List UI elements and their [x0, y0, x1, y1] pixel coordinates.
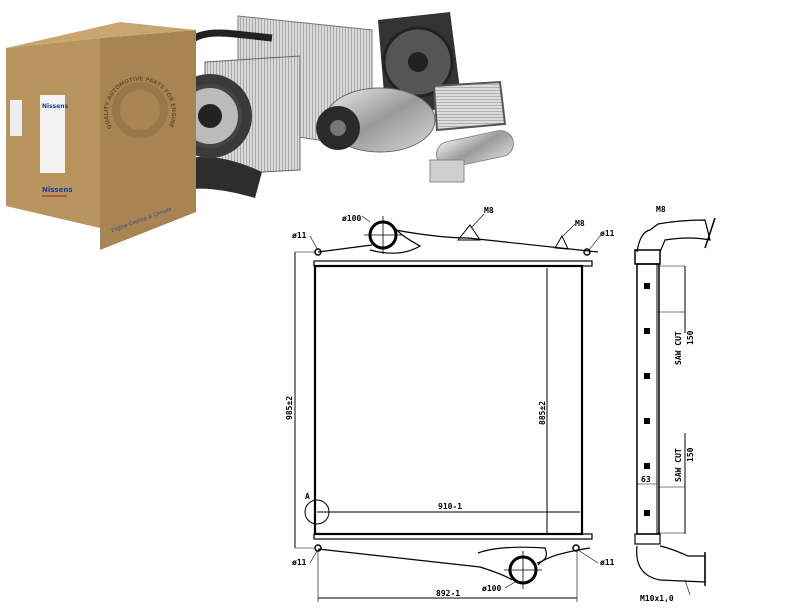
box-logo: Nissens	[42, 186, 73, 194]
intercooler-core	[313, 264, 584, 536]
hole-bottom-left-label: ø11	[292, 558, 307, 567]
detail-a-circle	[304, 499, 330, 525]
nissens-box-image: Nissens Nissens Engine Cooling & Climate…	[0, 0, 196, 250]
front-view-drawing: ø100 M8 M8 ø11 ø11 ø11 ø11 ø100 985±2 88…	[285, 206, 615, 602]
hole-top-right-label: ø11	[600, 229, 615, 238]
side-core	[636, 263, 660, 535]
saw-cut-1-value: 150	[686, 330, 695, 345]
heater-core-image	[432, 80, 507, 132]
receiver-drier-image	[429, 130, 514, 183]
parts-photo: Nissens Nissens Engine Cooling & Climate…	[0, 0, 514, 250]
overall-width-label: 892-1	[436, 589, 460, 598]
bottom-thread-label: M10x1,0	[640, 594, 674, 603]
thread-top-2-label: M8	[575, 219, 585, 228]
outlet-diameter-label: ø100	[482, 584, 501, 593]
inlet-diameter-label: ø100	[342, 214, 361, 223]
hole-bottom-right-label: ø11	[600, 558, 615, 567]
box-seal	[112, 82, 168, 138]
depth-label: 63	[641, 475, 651, 484]
side-thread-top-label: M8	[656, 205, 666, 214]
saw-cut-2-label: SAW CUT	[674, 448, 683, 482]
overall-height-label: 985±2	[285, 396, 294, 420]
saw-cut-2-value: 150	[686, 447, 695, 462]
ac-compressor-image	[316, 87, 436, 153]
core-width-label: 910-1	[438, 502, 462, 511]
core-height-label: 885±2	[538, 401, 547, 425]
box-label-logo: Nissens	[42, 103, 69, 110]
detail-a-label: A	[305, 492, 310, 501]
hole-top-left-label: ø11	[292, 231, 307, 240]
saw-cut-1-label: SAW CUT	[674, 331, 683, 365]
thread-top-1-label: M8	[484, 206, 494, 215]
side-view-drawing: M8 SAW CUT 150 SAW CUT 150 63 M10x1,0	[634, 205, 716, 603]
